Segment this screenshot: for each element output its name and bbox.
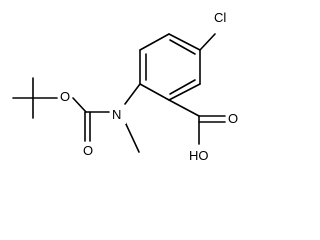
bond-ether-oxygen-to-carbonyl-carbon <box>72 97 87 113</box>
chemical-structure-diagram: Cl O N O O HO <box>12 8 242 164</box>
chlorine-label-mask <box>208 8 236 28</box>
bond-ring-to-chlorine <box>199 33 216 51</box>
nitrogen-label: N <box>112 107 121 122</box>
bond-nitrogen-to-methyl <box>124 121 140 153</box>
ring-bond-2 <box>139 33 170 51</box>
ring-bond-3-inner <box>169 39 196 55</box>
nitrogen-label-mask <box>110 106 126 124</box>
carbamate-carbonyl-oxygen-label-mask <box>80 142 96 160</box>
ether-oxygen-label-mask <box>58 88 72 106</box>
acid-carbonyl-oxygen-label-mask <box>226 110 242 128</box>
carbamate-ether-oxygen-label: O <box>60 89 70 104</box>
acid-carbonyl-oxygen-label: O <box>228 111 238 126</box>
acid-hydroxyl-label: HO <box>189 148 209 163</box>
chlorine-label: Cl <box>214 10 226 25</box>
bond-ring-to-acid-carbon <box>168 99 200 117</box>
acid-hydroxyl-label-mask <box>187 146 213 164</box>
ring-bond-5-inner <box>169 79 196 95</box>
ring-bond-3 <box>168 33 201 51</box>
ring-bond-6 <box>139 83 170 101</box>
bond-nitrogen-to-ring <box>124 83 141 105</box>
ring-bond-5 <box>168 83 201 101</box>
carbamate-carbonyl-oxygen-label: O <box>83 143 93 158</box>
